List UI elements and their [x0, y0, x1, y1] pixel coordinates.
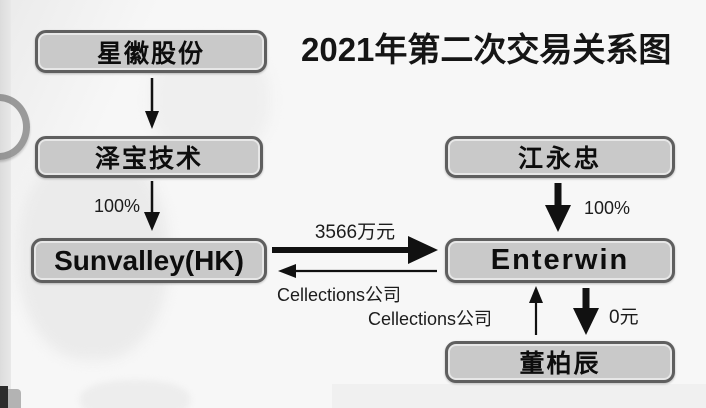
- node-dong-bochen: 董柏辰: [445, 341, 675, 383]
- label-cellections-company-1: Cellections公司: [277, 285, 402, 305]
- node-sunvalley-hk: Sunvalley(HK): [31, 238, 267, 283]
- bottom-right-shade: [332, 384, 706, 408]
- node-zebao-tech: 泽宝技术: [35, 136, 263, 178]
- label-100pct-right: 100%: [584, 198, 631, 218]
- label-3566wan-yuan: 3566万元: [314, 222, 396, 243]
- label-100pct-left: 100%: [93, 196, 140, 216]
- bottom-left-gray-mark: [8, 389, 21, 408]
- diagram-title: 2021年第二次交易关系图: [301, 31, 672, 68]
- watermark-blob: [80, 380, 190, 408]
- label-cellections-company-2: Cellections公司: [368, 309, 493, 329]
- node-xinghui-shares: 星徽股份: [35, 30, 267, 73]
- node-jiang-yongzhong: 江永忠: [445, 136, 675, 178]
- bottom-left-dark-mark: [0, 386, 8, 408]
- label-0-yuan: 0元: [609, 307, 639, 328]
- node-enterwin: Enterwin: [445, 238, 675, 283]
- left-edge-strip: [0, 0, 11, 408]
